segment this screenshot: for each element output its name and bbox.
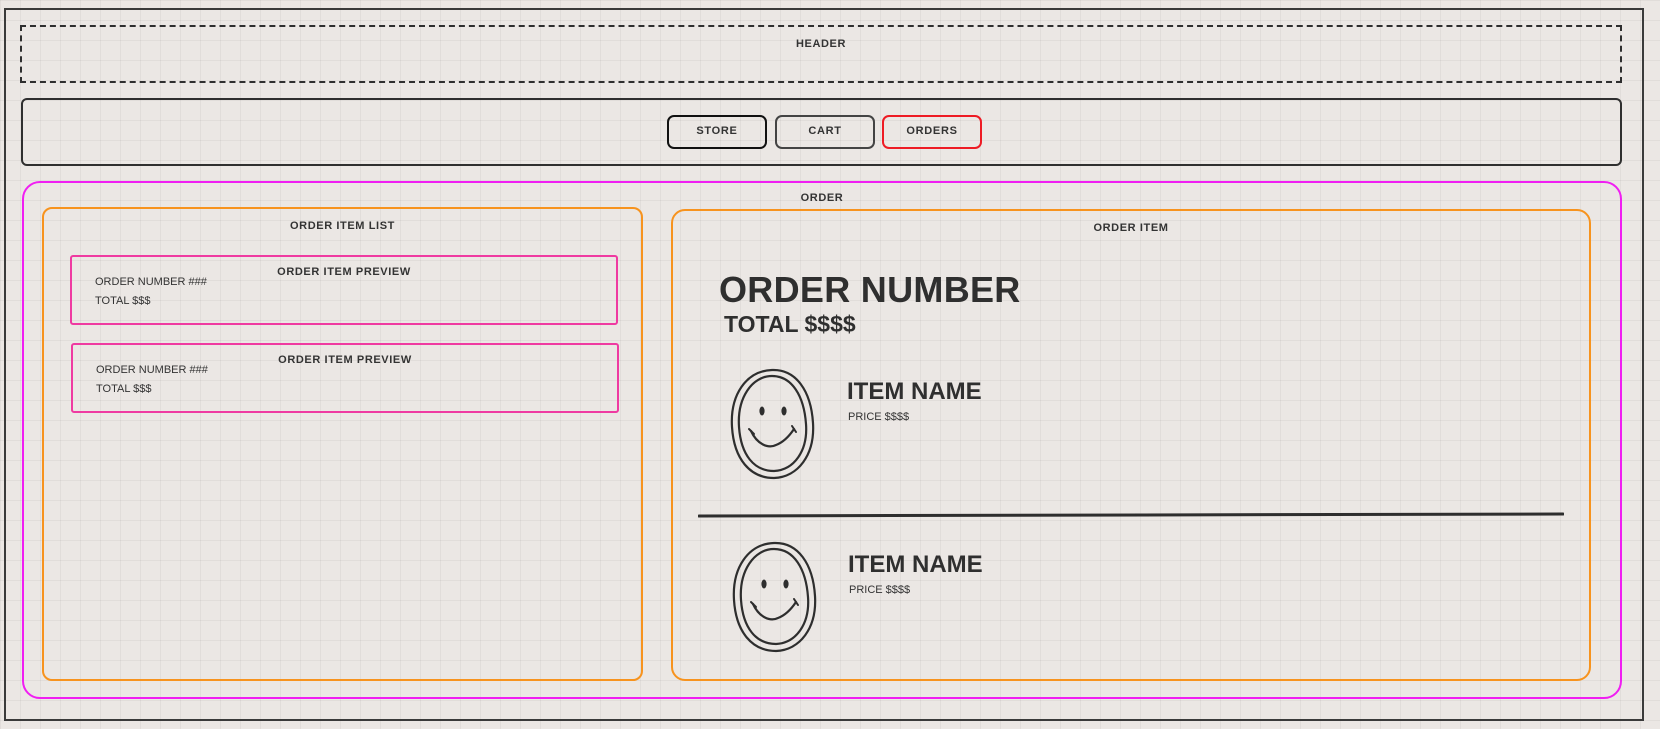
item-name: ITEM NAME xyxy=(847,378,982,405)
order-item-preview-title: ORDER ITEM PREVIEW xyxy=(277,266,411,278)
order-item-preview-title: ORDER ITEM PREVIEW xyxy=(278,354,412,366)
order-item-list: ORDER ITEM LIST ORDER ITEM PREVIEW ORDER… xyxy=(42,207,643,681)
order-number-heading: ORDER NUMBER xyxy=(719,269,1021,310)
cart-button[interactable]: CART xyxy=(775,115,875,149)
header-placeholder: HEADER xyxy=(20,25,1622,83)
store-button[interactable]: STORE xyxy=(667,115,767,149)
order-item-list-label: ORDER ITEM LIST xyxy=(290,220,395,232)
item-price: PRICE $$$$ xyxy=(849,584,911,596)
item-name: ITEM NAME xyxy=(848,551,983,578)
smiley-face-icon xyxy=(732,541,817,653)
header-label: HEADER xyxy=(795,38,847,50)
order-item-preview[interactable]: ORDER ITEM PREVIEW ORDER NUMBER ### TOTA… xyxy=(70,255,618,325)
order-total: TOTAL $$$$ xyxy=(724,311,856,337)
nav-bar: STORE CART ORDERS xyxy=(21,98,1622,166)
item-price: PRICE $$$$ xyxy=(848,411,910,423)
preview-total: TOTAL $$$ xyxy=(95,295,151,307)
item-divider xyxy=(698,512,1564,518)
orders-button[interactable]: ORDERS xyxy=(882,115,982,149)
preview-order-number: ORDER NUMBER ### xyxy=(95,276,207,288)
order-label: ORDER xyxy=(800,192,844,204)
order-container: ORDER xyxy=(22,181,1622,699)
preview-total: TOTAL $$$ xyxy=(96,383,152,395)
order-item-label: ORDER ITEM xyxy=(1093,222,1169,234)
order-item-preview[interactable]: ORDER ITEM PREVIEW ORDER NUMBER ### TOTA… xyxy=(71,343,619,413)
page-frame xyxy=(4,8,1644,721)
preview-order-number: ORDER NUMBER ### xyxy=(96,364,208,376)
smiley-face-icon xyxy=(730,368,815,480)
order-item-detail: ORDER ITEM ORDER NUMBER TOTAL $$$$ ITEM … xyxy=(671,209,1591,681)
